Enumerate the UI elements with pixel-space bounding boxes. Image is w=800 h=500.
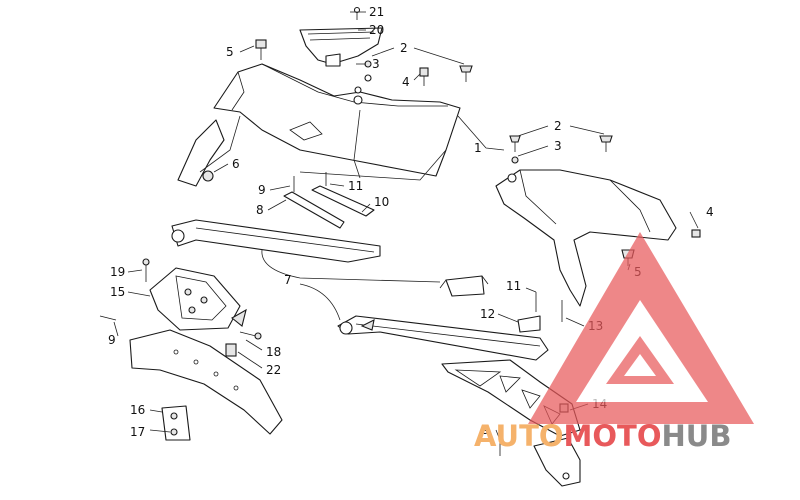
part-22-nut: [225, 343, 237, 357]
callout-4: 4: [706, 205, 714, 219]
watermark-logo: [528, 232, 754, 424]
part-1-upper-panel: [213, 63, 461, 177]
callout-2: 2: [554, 119, 562, 133]
callout-7: 7: [284, 273, 292, 287]
callout-2: 2: [400, 41, 408, 55]
part-4-screw-top: [419, 67, 429, 86]
callout-11: 11: [506, 279, 521, 293]
part-10-strap: [311, 185, 375, 217]
callout-labels: 21 20 2 3 4 5 1 2 3 6 9 11 8 10 4 5 19 1…: [108, 5, 714, 439]
callout-10: 10: [374, 195, 389, 209]
callout-11: 11: [348, 179, 363, 193]
callout-16: 16: [130, 403, 145, 417]
callout-12: 12: [480, 307, 495, 321]
callout-3: 3: [372, 57, 380, 71]
callout-17: 17: [130, 425, 145, 439]
part-18-screw: [239, 331, 262, 340]
leader-lines: [113, 11, 699, 441]
part-21-screw: [353, 6, 361, 20]
part-7-lower-rail-left: [171, 219, 381, 263]
callout-18: 18: [266, 345, 281, 359]
callout-22: 22: [266, 363, 281, 377]
callout-5: 5: [226, 45, 234, 59]
callout-8: 8: [256, 203, 264, 217]
part-13-bracket: [517, 292, 563, 333]
callout-3: 3: [554, 139, 562, 153]
callout-21: 21: [369, 5, 384, 19]
callout-9: 9: [108, 333, 116, 347]
watermark-text: AUTOMOTOHUB: [474, 419, 731, 453]
part-9-pin-left: [99, 315, 117, 321]
callout-19: 19: [110, 265, 125, 279]
callout-1: 1: [474, 141, 482, 155]
frame-rail: [129, 329, 283, 435]
part-2-screw-top: [459, 65, 473, 82]
left-bracket: [177, 119, 225, 187]
watermark-triangle-hole: [624, 354, 656, 376]
part-20-cap: [299, 27, 383, 67]
part-1-side-panel: [495, 169, 677, 307]
part-12-clip: [439, 275, 489, 297]
part-8-strap: [283, 191, 345, 229]
callout-6: 6: [232, 157, 240, 171]
part-15-bracket: [149, 267, 247, 331]
callout-9: 9: [482, 423, 490, 437]
part-7-lower-rail-right: [337, 315, 549, 361]
part-2-screw-right-b: [509, 135, 521, 164]
callout-9: 9: [258, 183, 266, 197]
callout-15: 15: [110, 285, 125, 299]
part-4-screw-right: [691, 229, 701, 238]
callout-20: 20: [369, 23, 384, 37]
callout-4: 4: [402, 75, 410, 89]
part-3-washer-top: [364, 60, 372, 82]
part-5-screw-top: [255, 39, 267, 60]
part-16-plate: [161, 405, 191, 441]
part-2-screw-right: [599, 135, 613, 152]
lower-right-bracket: [533, 437, 581, 487]
